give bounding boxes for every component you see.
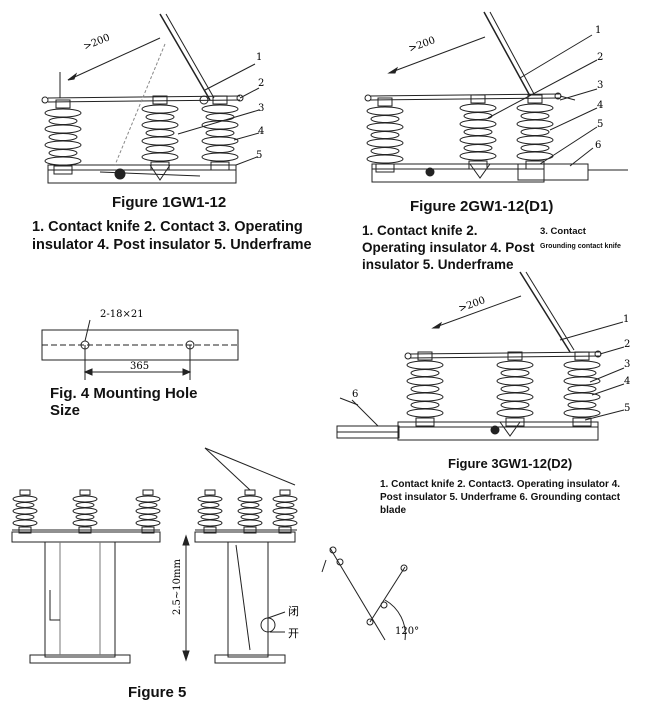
fig2-label-2: 2 <box>597 52 603 63</box>
fig2-caption: Figure 2GW1-12(D1) <box>410 198 554 215</box>
fig3-part-numbers: 1 2 3 4 5 6 <box>352 314 630 414</box>
fig3-leader-lines <box>339 321 625 421</box>
fig2-legend-contact: 3. Contact <box>540 226 586 237</box>
fig1-part-numbers: 1 2 3 4 5 <box>256 52 264 161</box>
fig3-label-4: 4 <box>624 376 630 387</box>
fig2-label-5: 5 <box>597 119 603 130</box>
fig1-dim-label: >200 <box>82 32 112 52</box>
fig3-caption: Figure 3GW1-12(D2) <box>448 456 573 471</box>
figure-3-drawing <box>336 271 602 441</box>
fig5-height-label: 2.5~10mm <box>172 559 183 615</box>
fig3-label-3: 3 <box>624 359 630 370</box>
fig1-leader-lines <box>177 63 260 166</box>
fig2-label-1: 1 <box>595 25 601 36</box>
fig1-label-3: 3 <box>258 103 264 114</box>
fig2-legend-grounding: Grounding contact knife <box>540 243 621 250</box>
figure-2-drawing <box>364 11 628 183</box>
fig3-dim-label: >200 <box>457 295 487 315</box>
fig2-part-numbers: 1 2 3 4 5 6 <box>595 25 603 151</box>
fig4-caption: Fig. 4 Mounting Hole Size <box>50 385 198 419</box>
fig2-dim-label: >200 <box>407 35 437 55</box>
fig5-angle-label: 120° <box>395 626 419 637</box>
fig1-label-2: 2 <box>258 78 264 89</box>
figure-4-drawing <box>41 319 239 380</box>
fig2-leader-lines <box>487 34 598 167</box>
fig2-label-6: 6 <box>595 140 601 151</box>
fig2-label-3: 3 <box>597 80 603 91</box>
fig1-label-1: 1 <box>256 52 262 63</box>
fig5-caption: Figure 5 <box>128 684 187 701</box>
fig3-legend: 1. Contact knife 2. Contact3. Operating … <box>380 479 621 516</box>
fig3-label-2: 2 <box>624 339 630 350</box>
fig1-label-5: 5 <box>256 150 262 161</box>
fig4-hole-label: 2-18×21 <box>100 309 144 320</box>
fig2-label-4: 4 <box>597 100 603 111</box>
fig2-legend: 1. Contact knife 2. Operating insulator … <box>362 223 535 272</box>
fig5-close-label: 闭 <box>288 605 299 618</box>
fig1-label-4: 4 <box>258 126 264 137</box>
fig1-caption: Figure 1GW1-12 <box>112 194 227 211</box>
figure-5-drawing <box>11 447 408 664</box>
fig1-legend: 1. Contact knife 2. Contact 3. Operating… <box>32 219 312 253</box>
figure-1-drawing <box>41 13 244 184</box>
fig3-label-6: 6 <box>352 389 358 400</box>
fig5-open-label: 开 <box>288 627 299 640</box>
fig4-spacing-label: 365 <box>130 361 149 372</box>
fig3-label-5: 5 <box>624 403 630 414</box>
fig3-label-1: 1 <box>623 314 629 325</box>
